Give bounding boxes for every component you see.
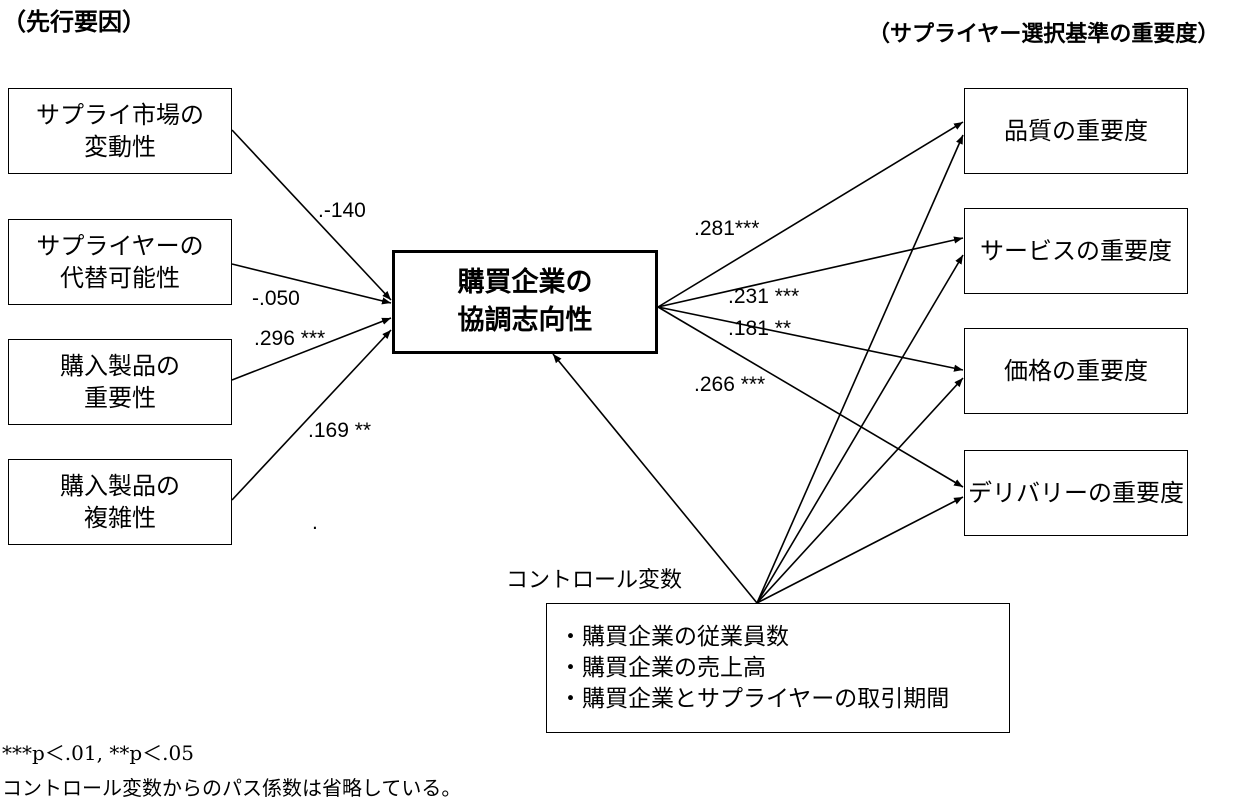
coef-importance: .296 *** (254, 327, 326, 350)
coef-volatility: .-140 (318, 199, 366, 222)
arrow-importance-to-center (231, 317, 392, 381)
antecedent-box-importance: 購入製品の 重要性 (8, 339, 232, 425)
antecedent-label-line2: 重要性 (84, 384, 156, 412)
arrow-control-to-service (756, 254, 964, 604)
antecedent-label-line1: 購入製品の (60, 472, 180, 500)
arrow-center-to-quality (657, 121, 964, 308)
outcome-label: 価格の重要度 (1004, 357, 1148, 385)
outcome-label: デリバリーの重要度 (968, 479, 1184, 507)
omission-note: コントロール変数からのパス係数は省略している。 (2, 776, 462, 800)
coef-delivery: .266 *** (694, 373, 766, 396)
arrow-center-to-service (657, 236, 964, 308)
coef-price: .181 ** (728, 317, 792, 340)
center-label-line2: 協調志向性 (457, 305, 593, 336)
center-label-line1: 購買企業の (457, 267, 593, 298)
control-item: ・購買企業の従業員数 (559, 623, 789, 650)
arrow-control-to-center (552, 353, 758, 604)
criteria-header: （サプライヤー選択基準の重要度） (868, 22, 1220, 47)
outcome-box-quality: 品質の重要度 (964, 88, 1188, 174)
arrow-center-to-price (657, 306, 964, 372)
arrow-control-to-delivery (756, 496, 964, 604)
antecedents-header: （先行要因） (2, 8, 146, 36)
arrow-control-to-price (756, 377, 964, 604)
antecedent-box-volatility: サプライ市場の 変動性 (8, 88, 232, 174)
outcome-label: 品質の重要度 (1004, 117, 1148, 145)
antecedent-label-line2: 代替可能性 (60, 264, 180, 292)
arrow-center-to-delivery (657, 306, 964, 488)
control-item: ・購買企業の売上高 (559, 654, 766, 681)
arrow-substitutability-to-center (231, 263, 392, 305)
antecedent-box-substitutability: サプライヤーの 代替可能性 (8, 219, 232, 305)
control-box: ・購買企業の従業員数 ・購買企業の売上高 ・購買企業とサプライヤーの取引期間 (546, 603, 1010, 733)
antecedent-box-complexity: 購入製品の 複雑性 (8, 459, 232, 545)
antecedent-label-line1: サプライ市場の (36, 101, 204, 129)
arrow-volatility-to-center (231, 129, 392, 301)
significance-note: ***p＜.01, **p＜.05 (2, 741, 194, 765)
arrow-control-to-quality (756, 134, 964, 604)
outcome-box-service: サービスの重要度 (964, 208, 1188, 294)
coef-substitutability: -.050 (252, 287, 300, 310)
outcome-label: サービスの重要度 (980, 237, 1172, 265)
antecedent-label-line2: 複雑性 (84, 504, 156, 532)
control-title: コントロール変数 (506, 568, 683, 593)
coef-quality: .281*** (694, 217, 760, 240)
outcome-box-delivery: デリバリーの重要度 (964, 450, 1188, 536)
control-item: ・購買企業とサプライヤーの取引期間 (559, 685, 950, 712)
antecedent-label-line1: サプライヤーの (36, 232, 204, 260)
stray-mark: . (312, 511, 318, 534)
antecedent-label-line1: 購入製品の (60, 352, 180, 380)
antecedent-label-line2: 変動性 (84, 133, 156, 161)
arrow-complexity-to-center (231, 329, 392, 501)
coef-complexity: .169 ** (308, 419, 372, 442)
outcome-box-price: 価格の重要度 (964, 328, 1188, 414)
center-construct-box: 購買企業の 協調志向性 (392, 250, 658, 354)
coef-service: .231 *** (728, 285, 800, 308)
